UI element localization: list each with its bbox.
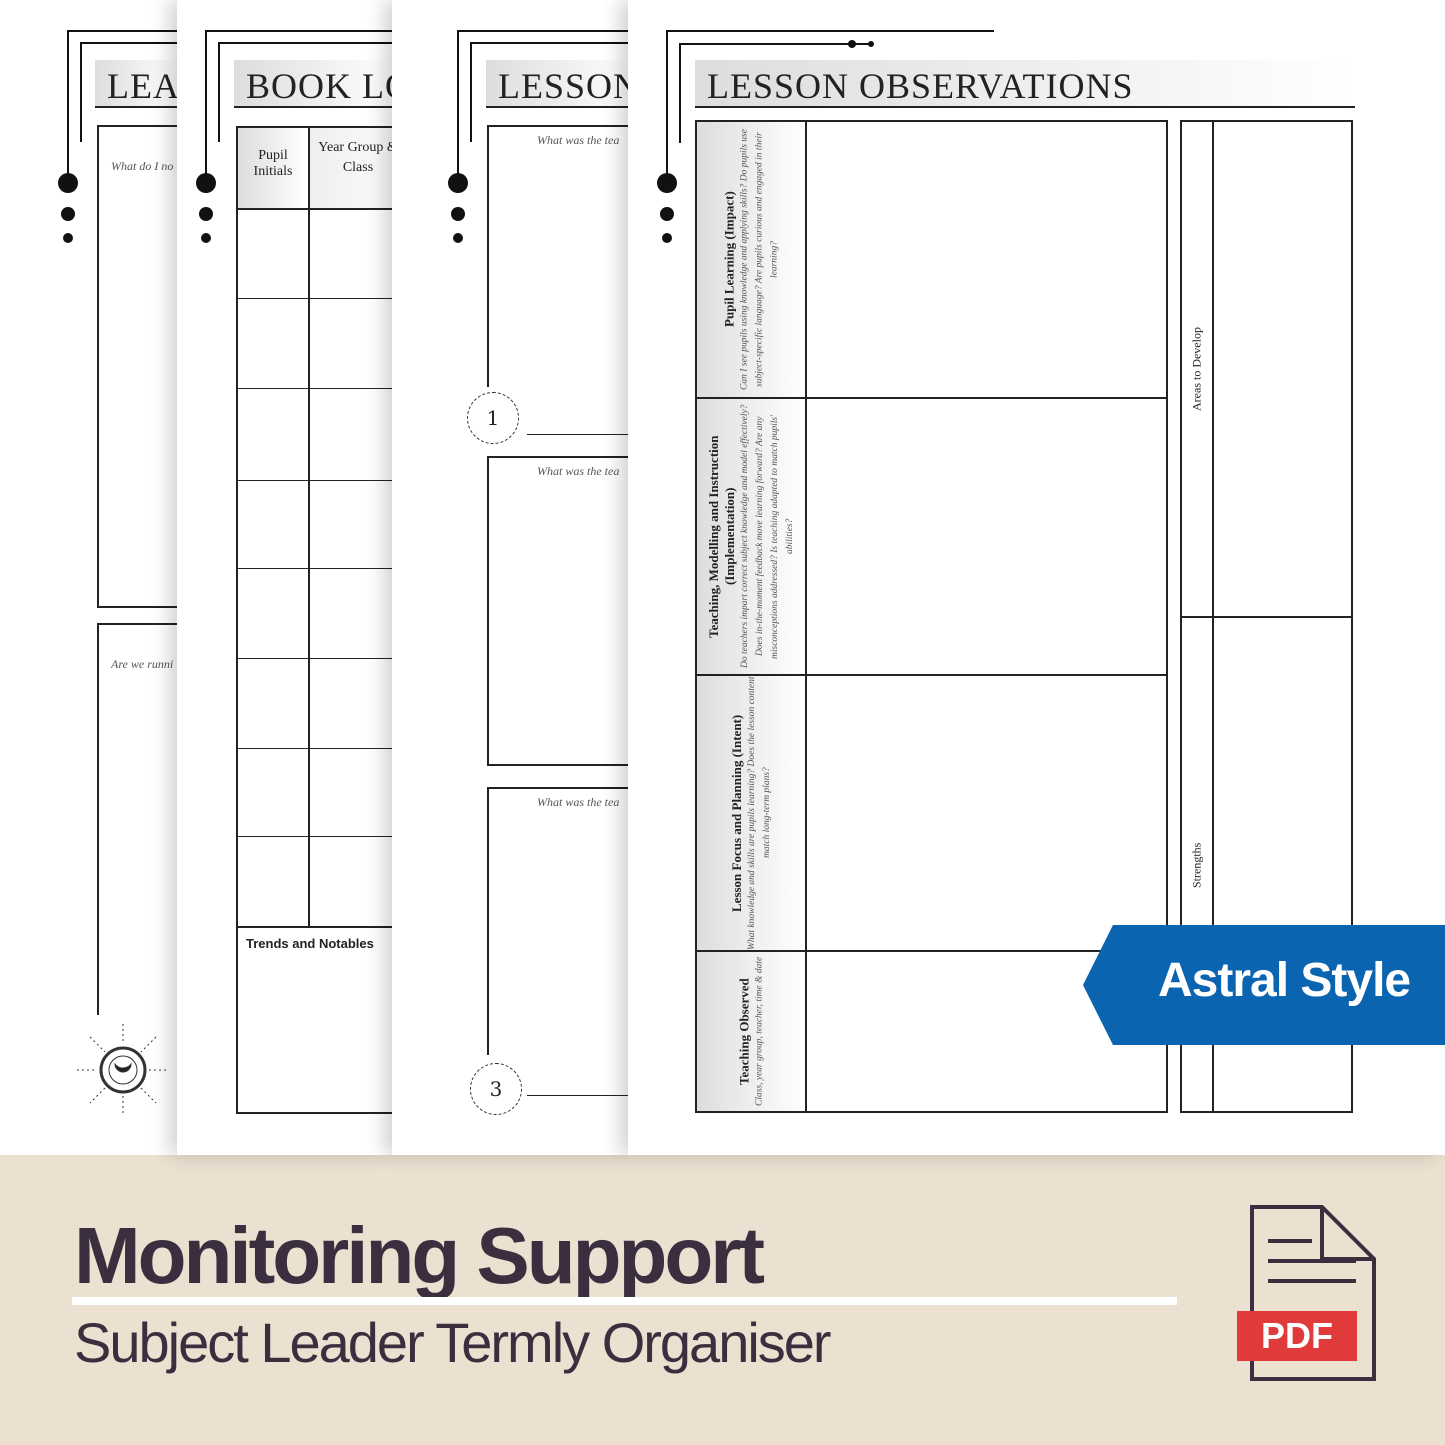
prompt-text: What was the tea [537,795,620,809]
pdf-file-icon: PDF [1236,1205,1376,1383]
style-label: Astral Style [1158,954,1411,1007]
row-label: Pupil Learning (Impact)Can I see pupils … [721,129,780,390]
page-title: BOOK LO [234,60,394,108]
row-label: Teaching, Modelling and Instruction (Imp… [706,404,795,669]
trends-label: Trends and Notables [246,936,374,951]
product-title: Monitoring Support [74,1211,765,1300]
side-panel: Areas to Develop Strengths [1180,120,1353,1113]
book-log-table: Pupil Initials Year Group & Class Trends… [236,126,410,1114]
section-number: 1 [467,392,519,444]
prompt-text: What was the tea [537,464,620,478]
observation-table: Pupil Learning (Impact)Can I see pupils … [695,120,1168,1113]
product-subtitle: Subject Leader Termly Organiser [74,1311,832,1374]
page-title: LEAI [95,60,180,108]
page-preview-lesson-observations: LESSON OBSERVATIONS Pupil Learning (Impa… [628,0,1445,1155]
prompt-text: What do I no [111,159,174,173]
page-preview-3: LESSON What was the tea 1 What was the t… [392,0,660,1155]
pdf-badge: PDF [1237,1311,1357,1361]
column-header: Pupil Initials [238,128,308,208]
areas-to-develop-label: Areas to Develop [1189,327,1204,411]
prompt-text: Are we runni [111,657,174,671]
row-label: Lesson Focus and Planning (Intent)What k… [729,676,772,950]
divider [72,1297,1177,1305]
prompt-text: What was the tea [537,133,620,147]
page-title: LESSON [486,60,636,108]
page-title: LESSON OBSERVATIONS [695,60,1355,108]
page-preview-2: BOOK LO Pupil Initials Year Group & Clas… [177,0,410,1155]
style-banner: Astral Style [1083,925,1445,1045]
page-preview-1: LEAI What do I no Are we runni [0,0,190,1155]
section-number: 3 [470,1063,522,1115]
sun-moon-logo-icon [77,1024,169,1116]
